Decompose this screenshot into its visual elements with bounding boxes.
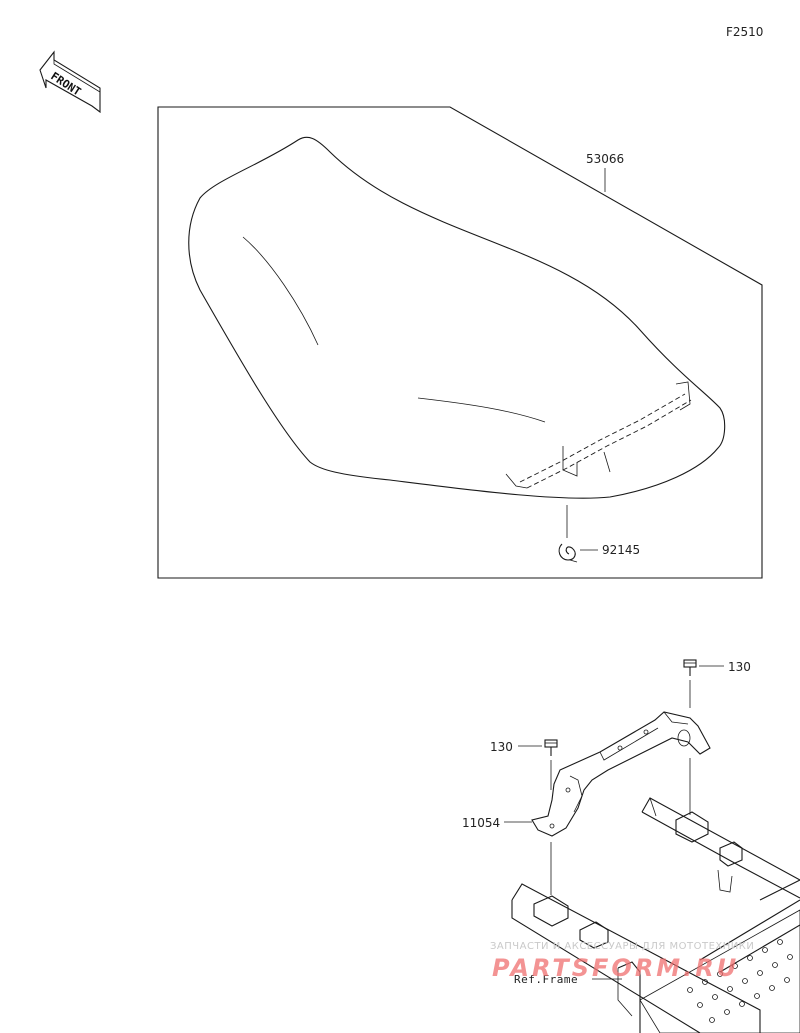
bolt-left-icon	[544, 739, 558, 756]
seat-assembly	[188, 136, 726, 499]
watermark-logo: PARTSFORM.RU	[492, 954, 739, 982]
callout-seat: 53066	[586, 152, 624, 166]
callout-bolt-right: 130	[728, 660, 751, 674]
callout-bracket: 11054	[462, 816, 500, 830]
callout-seat-spring: 92145	[602, 543, 640, 557]
front-arrow-icon: FRONT	[39, 50, 101, 114]
watermark-tagline: ЗАПЧАСТИ И АКСЕССУАРЫ ДЛЯ МОТОТЕХНИКИ	[490, 941, 754, 952]
vehicle-frame	[511, 797, 800, 1033]
seat-latch-hook	[505, 381, 691, 489]
seat-spring-icon	[558, 543, 578, 563]
frame-reference-label: Ref.Frame	[514, 973, 578, 986]
seat-bracket	[531, 711, 711, 837]
figure-code: F2510	[726, 25, 763, 39]
bolt-right-icon	[683, 659, 697, 676]
seat-assembly-box	[157, 106, 763, 579]
callout-bolt-left: 130	[490, 740, 513, 754]
